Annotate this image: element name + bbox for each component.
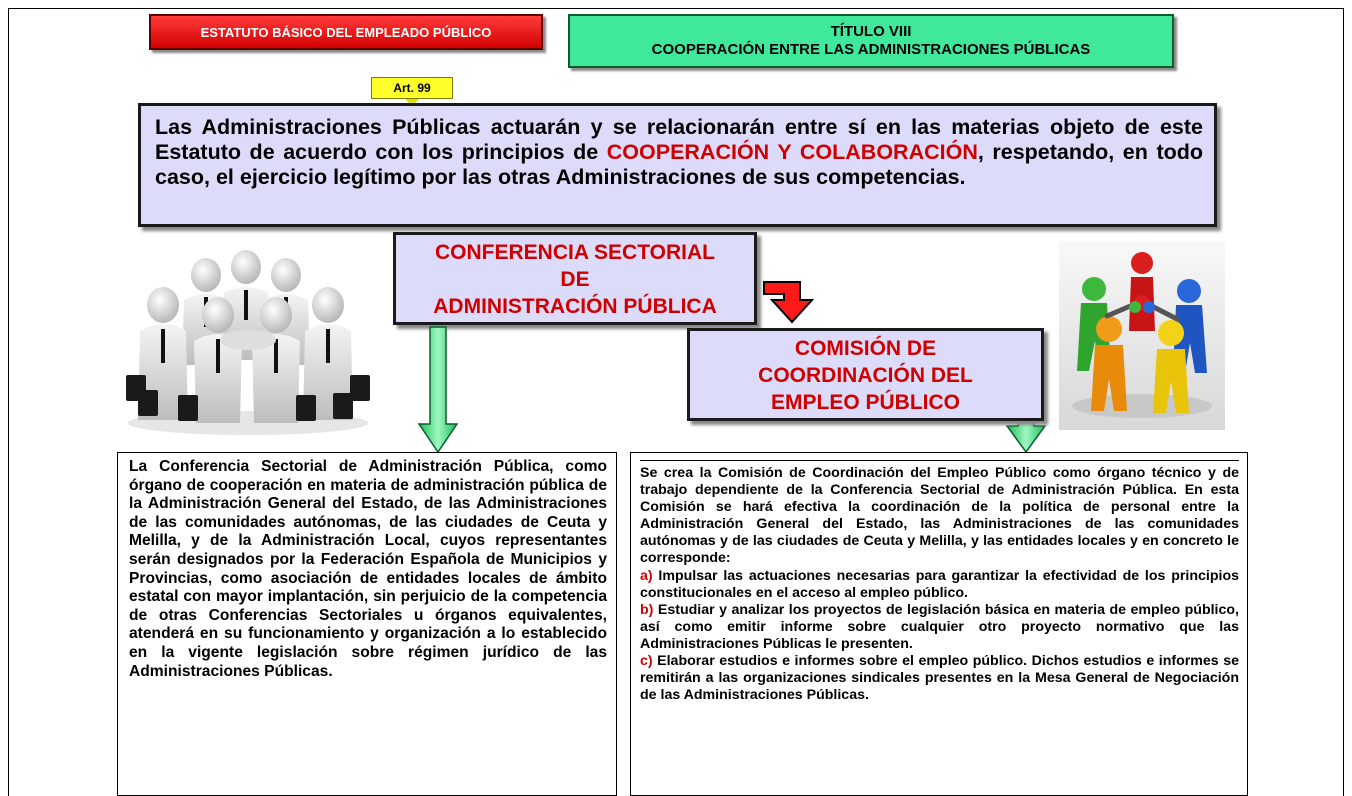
title-box: TÍTULO VIII COOPERACIÓN ENTRE LAS ADMINI… [568, 14, 1174, 68]
conferencia-line-2: DE [560, 268, 590, 291]
article-tag-pointer [405, 99, 419, 106]
item-text: Elaborar estudios e informes sobre el em… [640, 653, 1239, 704]
comision-description: Se crea la Comisión de Coordinación del … [630, 452, 1248, 796]
conferencia-description-text: La Conferencia Sectorial de Administraci… [129, 458, 607, 680]
article-label: Art. 99 [393, 81, 431, 95]
estatuto-badge: ESTATUTO BÁSICO DEL EMPLEADO PÚBLICO [149, 14, 543, 50]
comision-item-c: c) Elaborar estudios e informes sobre el… [640, 653, 1239, 704]
conferencia-line-1: CONFERENCIA SECTORIAL [434, 241, 715, 264]
conferencia-line-3: ADMINISTRACIÓN PÚBLICA [433, 295, 717, 318]
business-team-image [126, 250, 370, 435]
comision-item-a: a) Impulsar las actuaciones necesarias p… [640, 568, 1239, 602]
item-text: Estudiar y analizar los proyectos de leg… [640, 601, 1239, 652]
comision-intro: Se crea la Comisión de Coordinación del … [640, 465, 1239, 567]
comision-line-1: COMISIÓN DE [794, 337, 937, 360]
conferencia-description: La Conferencia Sectorial de Administraci… [117, 452, 617, 796]
comision-line-2: COORDINACIÓN DEL [758, 364, 973, 387]
red-bent-arrow-icon [763, 281, 815, 324]
page-frame [8, 8, 1344, 796]
conferencia-sectorial-box: CONFERENCIA SECTORIAL DE ADMINISTRACIÓN … [393, 232, 757, 325]
title-line-1: TÍTULO VIII [830, 23, 912, 40]
main-statement: Las Administraciones Públicas actuarán y… [138, 103, 1217, 227]
article-tag: Art. 99 [371, 77, 453, 99]
comision-coordinacion-box: COMISIÓN DE COORDINACIÓN DEL EMPLEO PÚBL… [687, 328, 1044, 421]
statement-part-2: , respetando, en todo caso, el ejercicio… [155, 140, 1204, 189]
item-letter: c) [640, 653, 653, 670]
comision-line-3: EMPLEO PÚBLICO [770, 391, 960, 414]
teamwork-figures-image [1059, 241, 1225, 430]
comision-item-b: b) Estudiar y analizar los proyectos de … [640, 602, 1239, 653]
statement-highlight: COOPERACIÓN Y COLABORACIÓN [606, 140, 978, 164]
item-letter: b) [640, 601, 654, 618]
estatuto-label: ESTATUTO BÁSICO DEL EMPLEADO PÚBLICO [200, 24, 492, 40]
title-line-2: COOPERACIÓN ENTRE LAS ADMINISTRACIONES P… [651, 41, 1091, 58]
statement-part-1: Las Administraciones Públicas actuarán y… [155, 115, 1203, 164]
comision-description-body: Se crea la Comisión de Coordinación del … [640, 460, 1239, 704]
item-letter: a) [640, 567, 653, 584]
item-text: Impulsar las actuaciones necesarias para… [640, 567, 1239, 601]
green-down-arrow-left-icon [417, 326, 459, 454]
